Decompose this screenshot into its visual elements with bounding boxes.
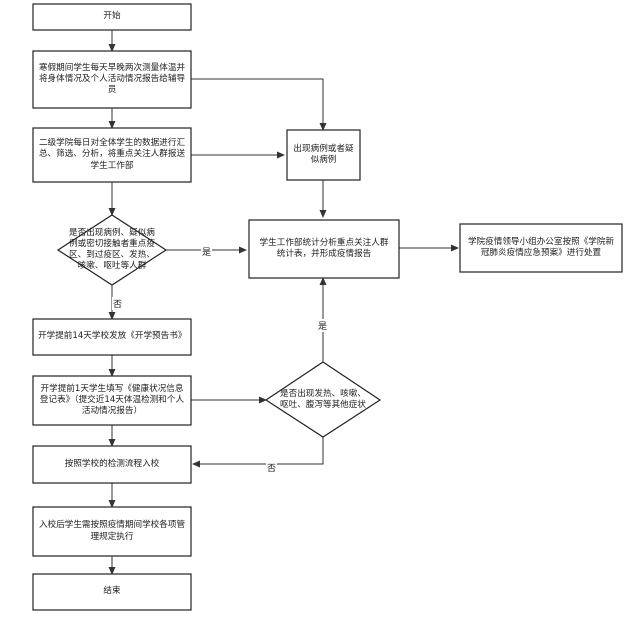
node-step1 [32, 50, 192, 109]
edge-decision2-enter [192, 437, 324, 468]
node-leader [459, 223, 623, 273]
node-health [32, 375, 192, 426]
node-start [32, 3, 192, 31]
edge-label-d2-yes: 是 [317, 319, 329, 332]
node-decision1 [56, 214, 168, 286]
node-notice [32, 318, 192, 356]
node-enter [32, 445, 192, 484]
node-end [32, 573, 192, 611]
node-decision2 [264, 361, 382, 438]
node-suspect [286, 129, 361, 181]
edges [108, 30, 459, 575]
edge-step1-suspect [191, 78, 327, 131]
node-follow [32, 506, 192, 557]
edge-label-d1-yes: 是 [201, 245, 213, 258]
edge-label-d1-no: 否 [112, 297, 124, 310]
edge-label-d2-no: 否 [266, 461, 278, 474]
node-step2 [32, 127, 192, 183]
node-report [248, 219, 400, 279]
